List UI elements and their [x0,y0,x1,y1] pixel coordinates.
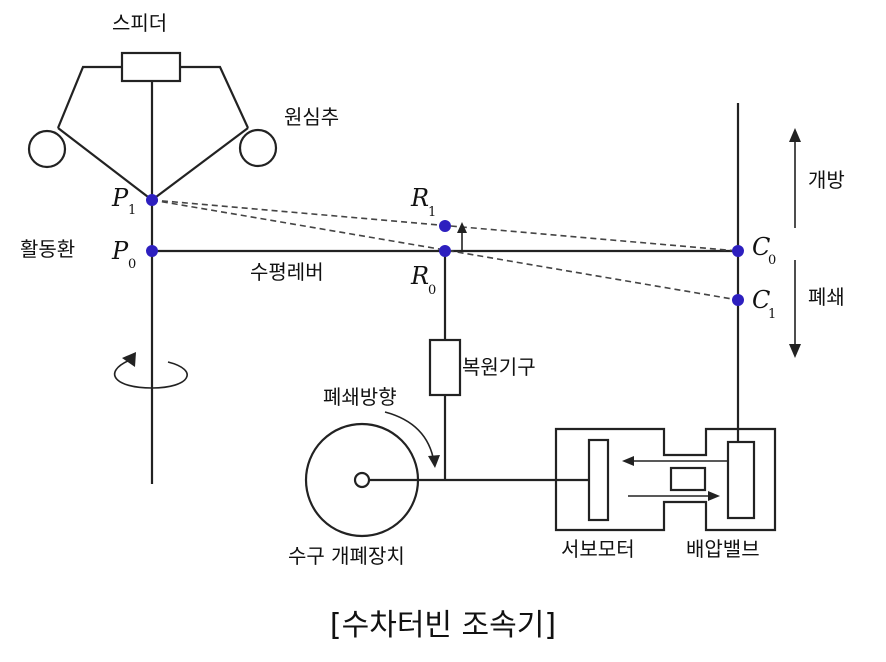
speeder-label: 스피더 [112,11,167,35]
right-lower-arm [151,127,249,201]
dashed-line-p1-c1 [151,199,739,301]
servomotor-label: 서보모터 [561,537,635,561]
rotation-arrow [113,359,188,389]
point-c1 [732,294,744,306]
valve-port [669,466,707,492]
point-c0 [732,245,744,257]
closing-direction-arrowhead [428,455,440,468]
p1-letter: P [111,184,129,212]
close-label: 폐쇄 [808,285,845,309]
c1-sub: 1 [768,307,776,322]
diagram-caption: [수차터빈 조속기] [330,608,556,643]
r1-sub: 1 [428,205,436,220]
left-upper-arm [56,65,122,129]
rotation-arrowhead [122,352,136,367]
servo-housing [554,427,777,532]
r0-sub: 0 [428,283,436,298]
closing-direction-arc [384,411,435,463]
p1-sub: 1 [128,203,136,218]
close-arrowhead [789,344,801,358]
r-shift-arrowhead [457,222,467,233]
left-flyweight [27,129,67,169]
closing-direction-label: 폐쇄방향 [323,385,397,409]
point-r1 [439,220,451,232]
restoring-mechanism-label: 복원기구 [462,355,536,379]
servo-piston [587,438,610,522]
flow-arrowhead-right [708,491,720,501]
guide-vane-device-label: 수구 개폐장치 [288,544,405,568]
c0-sub: 0 [768,253,776,268]
horizontal-lever-label: 수평레버 [250,260,324,284]
speeder-box [120,51,182,83]
restoring-box [428,338,462,397]
flow-arrowhead-left [622,456,634,466]
right-flyweight [238,128,278,168]
p0-letter: P [111,237,129,265]
r1-letter: R [410,184,429,212]
open-label: 개방 [808,168,845,192]
point-p0 [146,245,158,257]
open-arrowhead [789,128,801,142]
valve-spool [726,440,756,520]
centrifugal-weight-label: 원심추 [284,105,339,129]
left-lower-arm [57,127,153,201]
wheel-hub [353,471,371,489]
p0-sub: 0 [128,257,136,272]
r0-letter: R [410,262,429,290]
sliding-ring-label: 활동환 [20,237,75,261]
c0-letter: C [752,233,770,261]
c1-letter: C [752,286,770,314]
point-r0 [439,245,451,257]
right-upper-arm [180,65,249,129]
point-p1 [146,194,158,206]
distributing-valve-label: 배압밸브 [686,537,760,561]
